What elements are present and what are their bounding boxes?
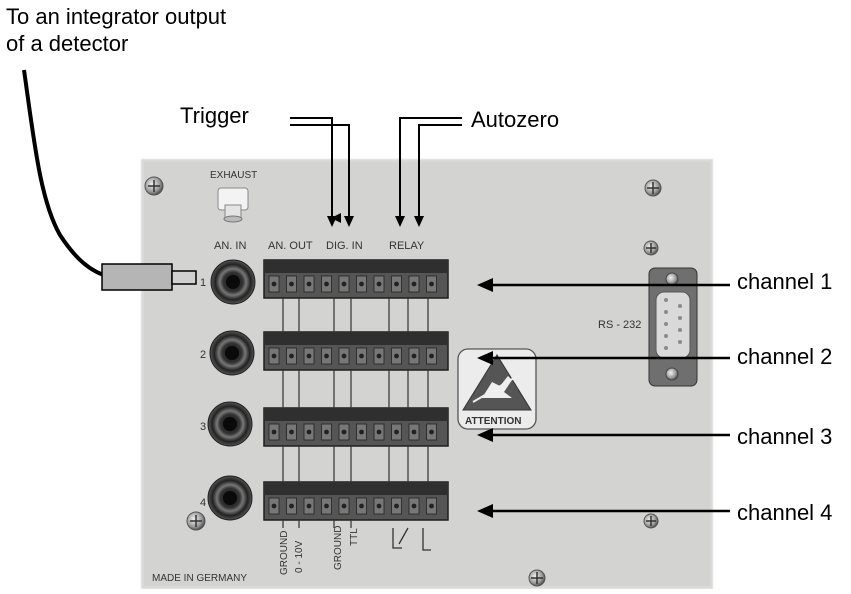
terminal-block-2 [264, 332, 448, 370]
ttl-label: TTL [349, 528, 360, 546]
integrator-caption-line-2: of a detector [6, 31, 128, 57]
input-number-4: 4 [200, 497, 206, 509]
cable-plug-body [102, 264, 172, 290]
cable-plug-tip [172, 271, 196, 284]
terminal-block-4 [264, 482, 448, 520]
rs232-label: RS - 232 [598, 319, 641, 331]
trigger-callout: Trigger [180, 103, 249, 129]
channel-1-callout: channel 1 [737, 269, 832, 295]
jack-center [223, 491, 237, 505]
made-in-label: MADE IN GERMANY [152, 573, 247, 584]
range-label: 0 - 10V [294, 540, 305, 573]
dig-in-label: DIG. IN [326, 240, 363, 252]
terminal-block-1 [264, 260, 448, 298]
an-out-label: AN. OUT [268, 240, 313, 252]
jack-center [225, 346, 239, 360]
input-number-2: 2 [200, 349, 206, 361]
integrator-caption-line-1: To an integrator output [6, 4, 226, 30]
attention-label: ATTENTION [465, 416, 521, 427]
terminal-block-3 [264, 408, 448, 446]
input-number-3: 3 [200, 421, 206, 433]
exhaust-label: EXHAUST [210, 170, 257, 181]
input-number-1: 1 [200, 277, 206, 289]
channel-4-callout: channel 4 [737, 500, 832, 526]
relay-label: RELAY [389, 240, 425, 252]
jack-center [226, 275, 240, 289]
screw-icon [666, 368, 678, 380]
jack-center [223, 417, 237, 431]
integrator-cable [24, 70, 110, 277]
ground-label-2: GROUND [333, 526, 344, 570]
an-in-label: AN. IN [214, 240, 246, 252]
channel-2-callout: channel 2 [737, 344, 832, 370]
screw-icon [666, 273, 678, 285]
autozero-callout: Autozero [471, 107, 559, 133]
channel-3-callout: channel 3 [737, 424, 832, 450]
ground-label-1: GROUND [279, 531, 290, 575]
